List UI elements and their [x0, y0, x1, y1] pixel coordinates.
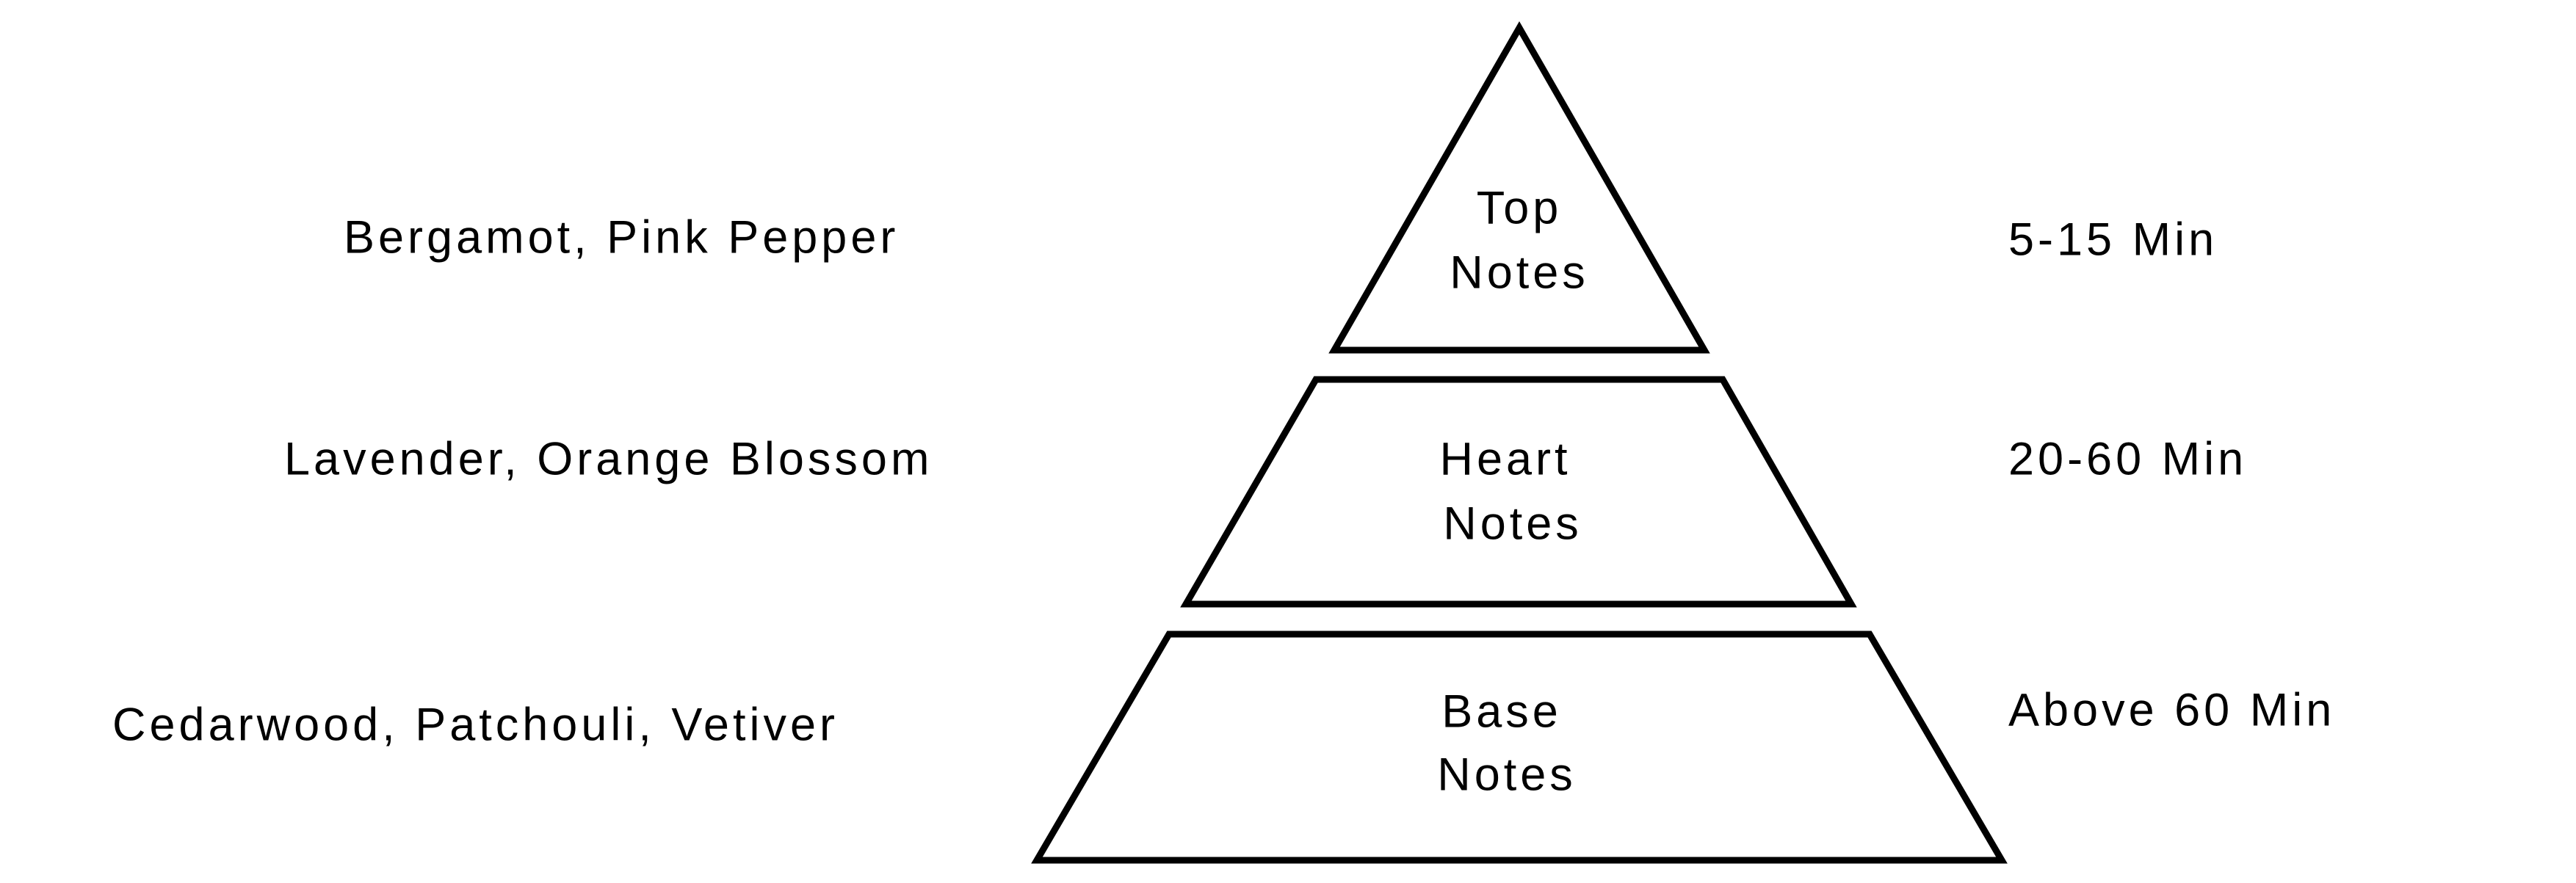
heart-notes-duration: 20-60 Min [2008, 434, 2247, 485]
top-notes-label-line1: Top [1477, 183, 1563, 234]
base-notes-trapezoid [1031, 631, 2008, 864]
base-notes-ingredients: Cedarwood, Patchouli, Vetiver [112, 700, 839, 751]
heart-notes-ingredients: Lavender, Orange Blossom [284, 434, 933, 485]
heart-notes-label-line1: Heart [1439, 434, 1571, 485]
base-notes-duration: Above 60 Min [2008, 685, 2335, 736]
heart-notes-trapezoid [1180, 376, 1857, 608]
base-notes-label-line2: Notes [1437, 749, 1577, 801]
heart-notes-label-line2: Notes [1443, 498, 1582, 550]
top-notes-duration: 5-15 Min [2008, 214, 2218, 266]
top-notes-ingredients: Bergamot, Pink Pepper [344, 212, 899, 264]
top-notes-triangle [1328, 21, 1710, 354]
top-notes-label-line2: Notes [1450, 247, 1589, 299]
base-notes-label-line1: Base [1441, 686, 1562, 738]
